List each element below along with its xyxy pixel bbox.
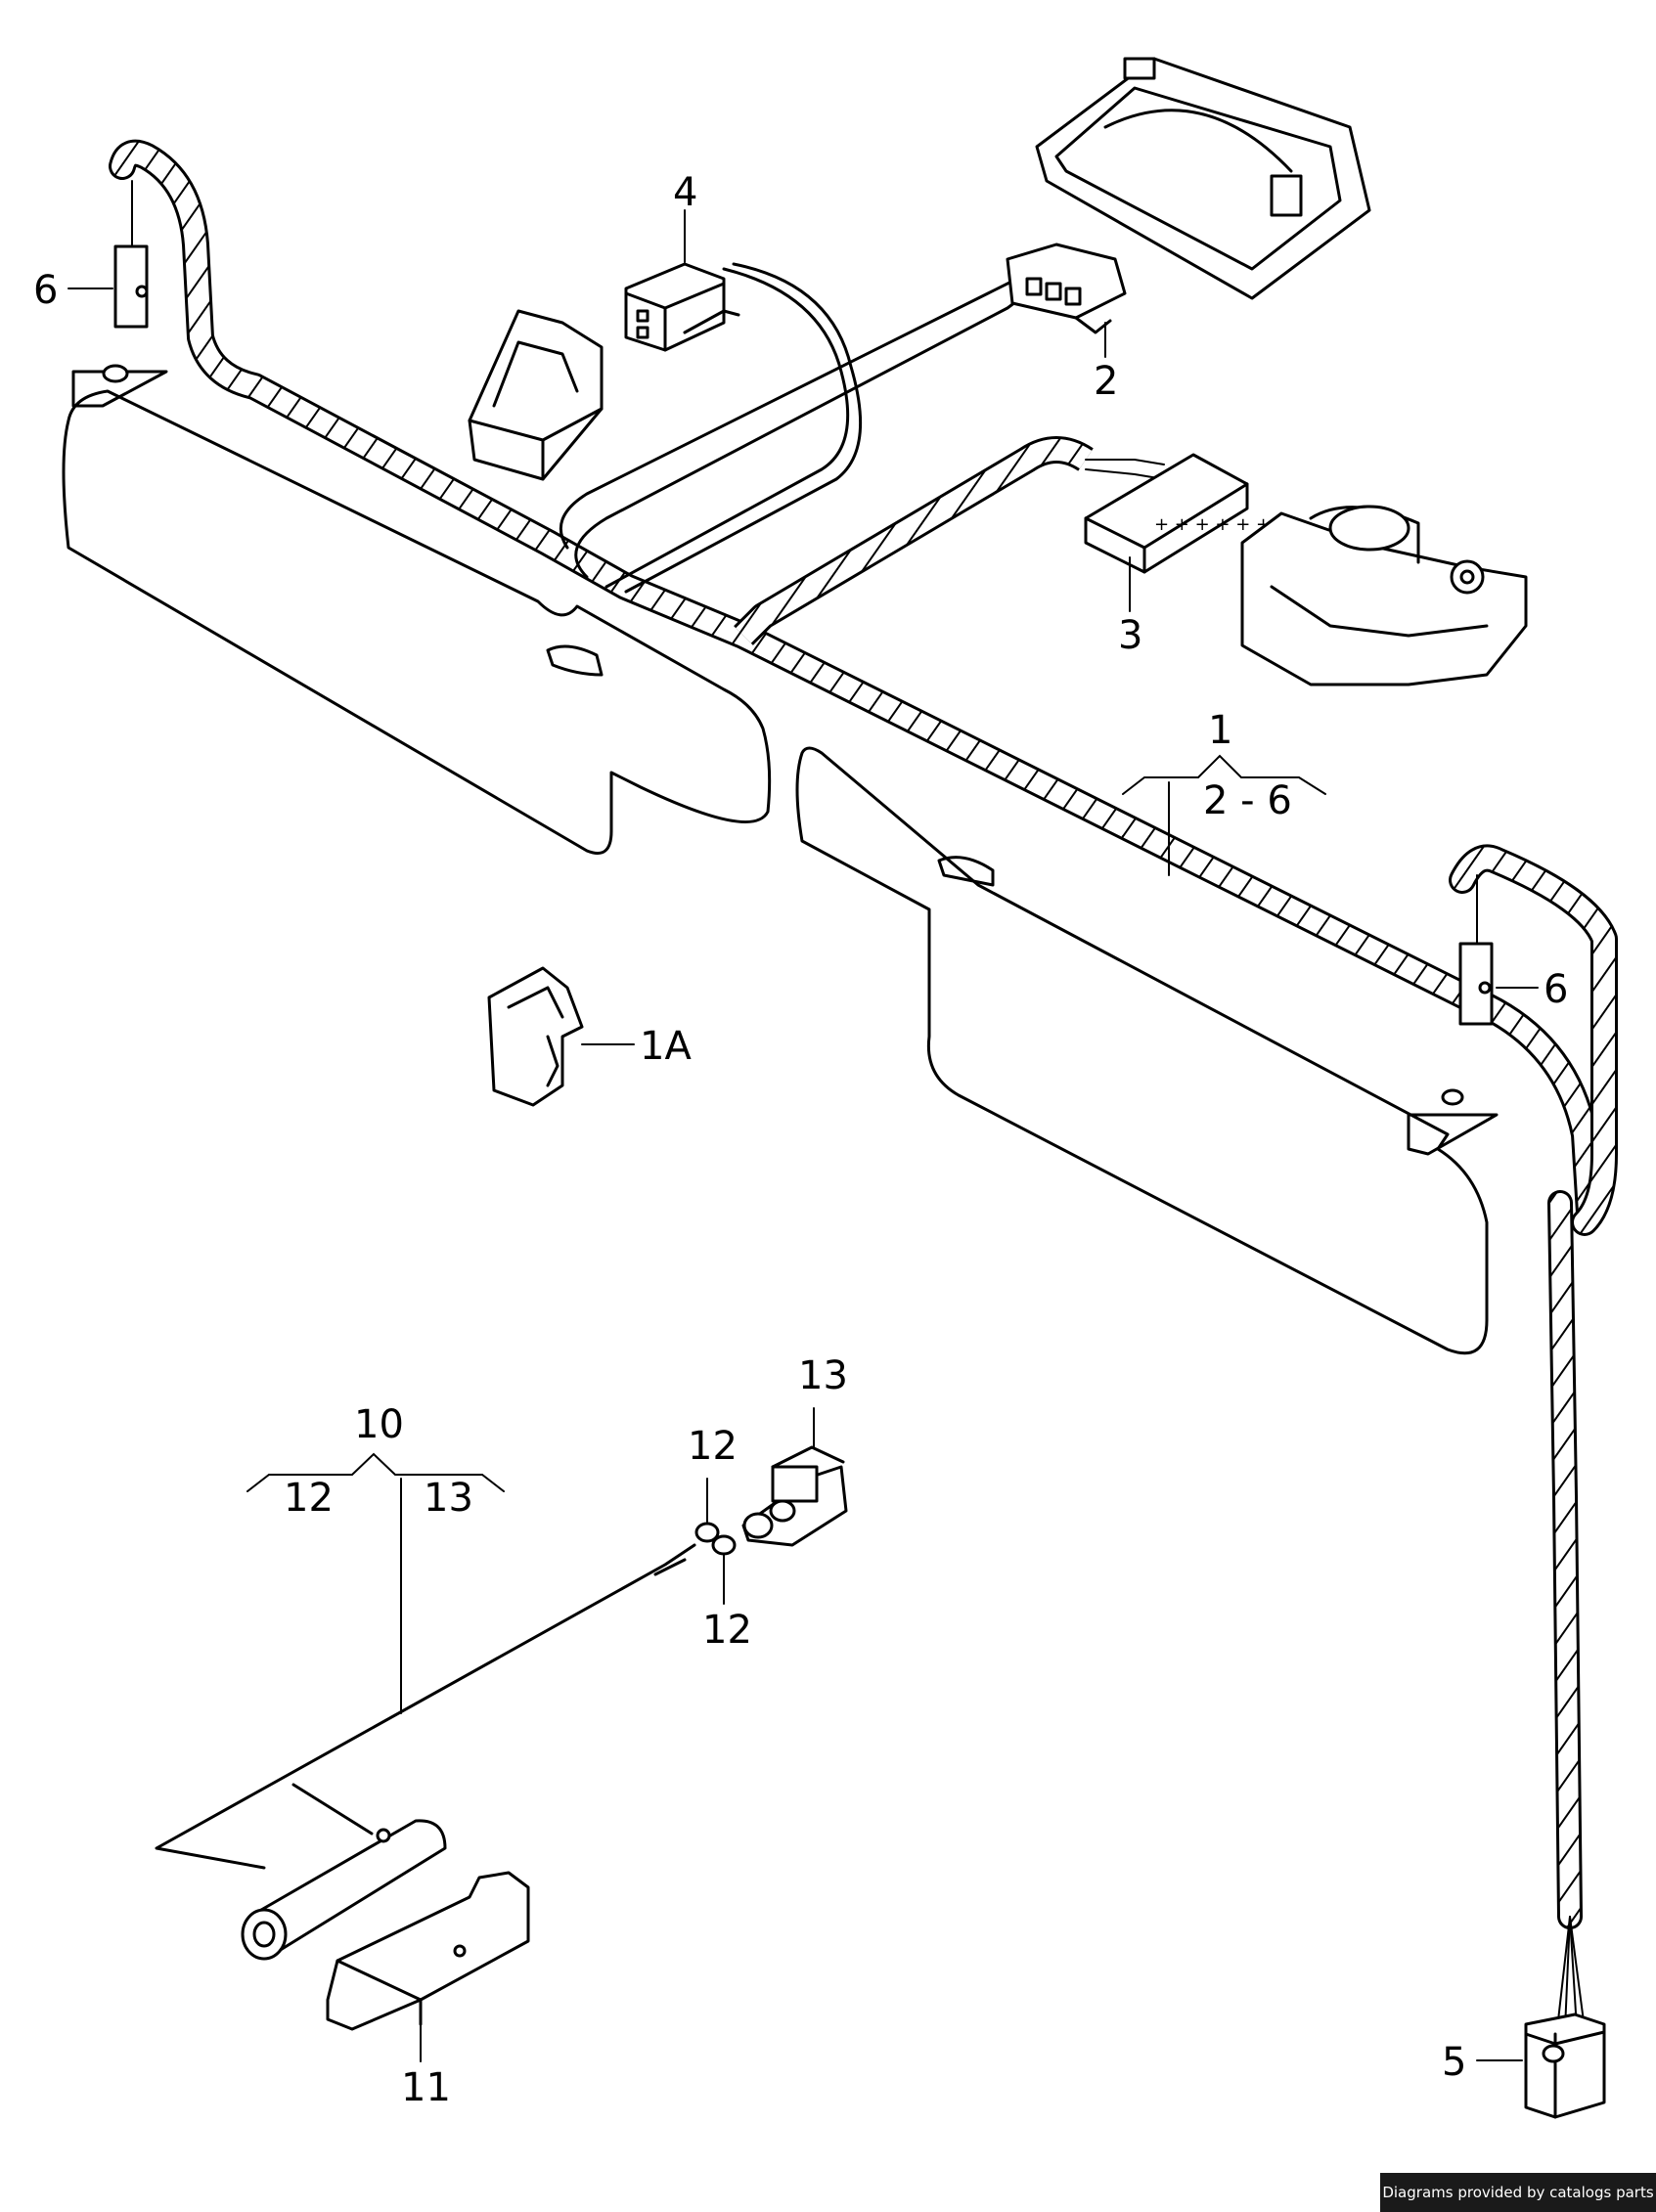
label-part-1a: 1A bbox=[640, 1024, 692, 1069]
harness-branches bbox=[559, 262, 1165, 594]
label-part-10-left: 12 bbox=[284, 1476, 334, 1521]
label-part-6-right: 6 bbox=[1544, 967, 1568, 1012]
label-part-2: 2 bbox=[1094, 359, 1118, 404]
label-part-5: 5 bbox=[1442, 2040, 1466, 2085]
right-sun-visor bbox=[795, 746, 1499, 1355]
label-part-3: 3 bbox=[1118, 613, 1142, 658]
label-part-10: 10 bbox=[354, 1402, 404, 1447]
light-housing-small bbox=[468, 309, 604, 481]
credit-footer: Diagrams provided by catalogs parts bbox=[1380, 2173, 1656, 2212]
dome-light-large bbox=[1035, 57, 1371, 300]
part-1a-clip bbox=[487, 966, 584, 1107]
left-sun-visor bbox=[62, 364, 772, 855]
part-6-right-pin bbox=[1458, 874, 1494, 1026]
pin-marks: + + + + + + bbox=[1154, 514, 1271, 535]
label-part-1-range: 2 - 6 bbox=[1203, 778, 1292, 823]
label-part-11: 11 bbox=[401, 2065, 451, 2110]
motor-assembly bbox=[1240, 505, 1528, 686]
leader-lines bbox=[67, 209, 1539, 2062]
part-6-left-pin bbox=[113, 180, 149, 329]
label-part-13: 13 bbox=[798, 1353, 848, 1398]
part-12-terminals bbox=[694, 1522, 737, 1556]
label-part-12-lower: 12 bbox=[702, 1608, 752, 1653]
label-part-6-left: 6 bbox=[33, 268, 58, 313]
part-11-bracket bbox=[326, 1871, 530, 2031]
main-wiring-harness bbox=[109, 139, 1618, 1929]
part-3-connector: + + + + + + bbox=[1084, 453, 1271, 574]
label-part-12-upper: 12 bbox=[688, 1424, 738, 1469]
part-4-connector bbox=[624, 262, 740, 352]
label-part-4: 4 bbox=[673, 170, 697, 215]
part-13-housing bbox=[741, 1445, 848, 1547]
part-5-connector bbox=[1524, 1916, 1606, 2119]
part-labels: 6 4 2 3 1 2 - 6 6 1A 13 12 12 10 12 13 1… bbox=[33, 170, 1568, 2110]
part-10-cable-assembly bbox=[155, 1543, 696, 1961]
label-part-1: 1 bbox=[1208, 708, 1232, 753]
label-part-10-right: 13 bbox=[424, 1476, 473, 1521]
part-2-connector bbox=[1006, 243, 1127, 334]
